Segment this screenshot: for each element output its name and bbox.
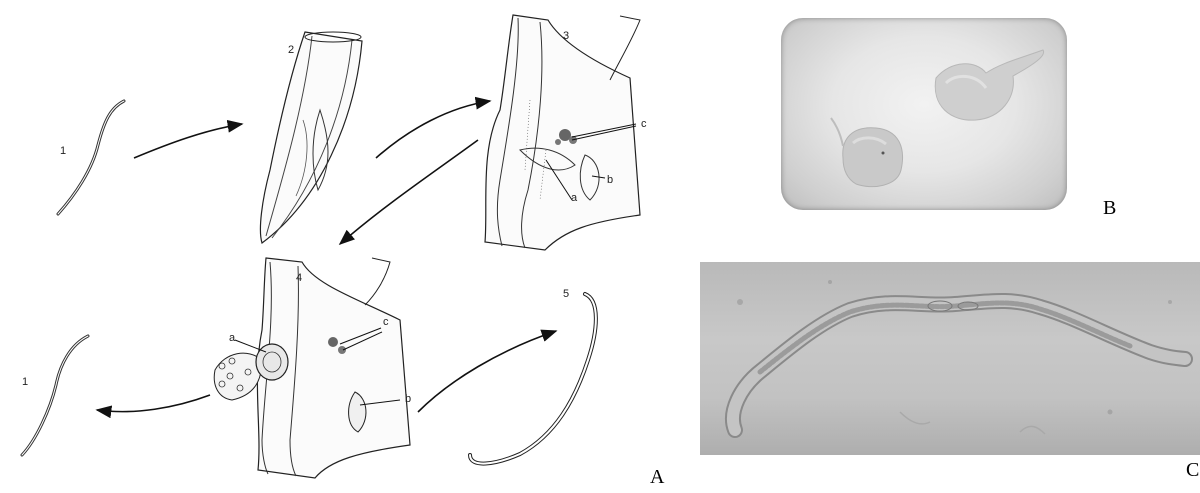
adult-male-worm-5 bbox=[470, 294, 596, 464]
arrow-1-to-2 bbox=[134, 124, 242, 158]
panel-b-label: B bbox=[1103, 197, 1116, 220]
stage-5-label: 5 bbox=[563, 288, 569, 300]
arrow-3-to-4 bbox=[340, 140, 478, 244]
panel-a-label: A bbox=[650, 466, 664, 489]
panel-c-photo bbox=[700, 262, 1200, 455]
root-segment-3 bbox=[485, 15, 640, 250]
stage-4-label: 4 bbox=[296, 272, 302, 284]
arrow-4-to-1 bbox=[97, 395, 210, 412]
stage-2-label: 2 bbox=[288, 44, 294, 56]
life-cycle-diagram bbox=[0, 0, 700, 493]
arrow-2-to-3 bbox=[376, 101, 490, 158]
part-a-label-3: a bbox=[571, 192, 577, 204]
root-tip-2 bbox=[260, 32, 362, 243]
part-a-label-4: a bbox=[229, 332, 235, 344]
juvenile-worm-1 bbox=[58, 101, 124, 214]
part-b-label-3: b bbox=[607, 174, 613, 186]
arrow-4-to-5 bbox=[418, 331, 556, 412]
panel-c-label: C bbox=[1186, 459, 1199, 482]
stage-3-label: 3 bbox=[563, 30, 569, 42]
part-c-label-3: c bbox=[641, 118, 647, 130]
root-segment-4 bbox=[214, 258, 410, 478]
stage-1-bottom-label: 1 bbox=[22, 376, 28, 388]
panel-b-photo bbox=[781, 18, 1067, 210]
part-c-label-4: c bbox=[383, 316, 389, 328]
stage-1-label: 1 bbox=[60, 145, 66, 157]
juvenile-worm-1-bottom bbox=[22, 336, 88, 455]
part-b-label-4: b bbox=[405, 393, 411, 405]
